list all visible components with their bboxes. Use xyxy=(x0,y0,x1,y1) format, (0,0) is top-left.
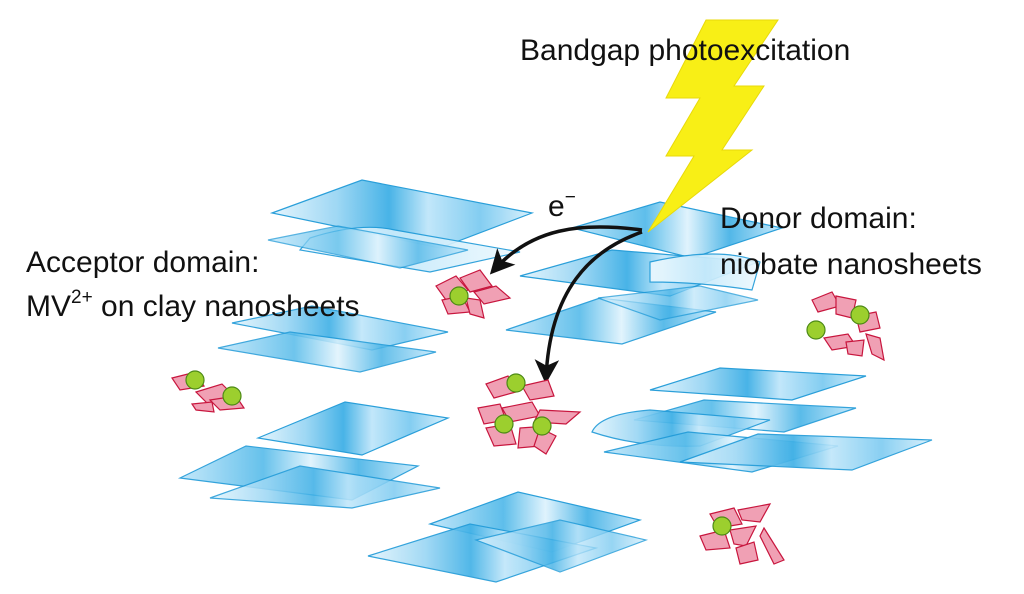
methyl-viologen-molecule-icon xyxy=(185,370,205,390)
nanosheet xyxy=(473,519,649,573)
mv-clay-cluster-bottom-right xyxy=(699,503,785,565)
mv-clay-cluster-left xyxy=(171,370,246,413)
clay-nanosheet-stack-bottom xyxy=(367,491,649,583)
nanosheet xyxy=(569,201,785,259)
electron-charge: − xyxy=(564,187,576,208)
mv-clay-cluster-right xyxy=(806,291,885,362)
clay-nanosheet-stack-top-left xyxy=(267,179,535,273)
clay-platelet-icon xyxy=(472,285,512,305)
clay-platelet-icon xyxy=(845,339,865,357)
acceptor-domain-title: Acceptor domain: xyxy=(26,246,260,279)
nanosheet xyxy=(255,401,451,456)
clay-nanosheet-stack-bottom-left xyxy=(177,401,451,509)
methyl-viologen-molecule-icon xyxy=(506,373,526,393)
clay-platelet-icon xyxy=(521,379,555,401)
methyl-viologen-molecule-icon xyxy=(532,416,552,436)
clay-platelet-icon xyxy=(759,526,785,565)
nanosheet xyxy=(209,465,441,509)
clay-platelet-icon xyxy=(465,297,485,319)
lightning-bolt-icon xyxy=(647,19,779,233)
nanosheet xyxy=(597,285,759,321)
acceptor-description: on clay nanosheets xyxy=(92,290,360,323)
methyl-viologen-molecule-icon xyxy=(712,516,732,536)
clay-platelet-icon xyxy=(737,503,772,523)
methyl-viologen-molecule-icon xyxy=(222,386,242,406)
electron-transfer-arrow-icon xyxy=(489,225,643,385)
donor-domain-subtitle: niobate nanosheets xyxy=(720,248,982,281)
methyl-viologen-molecule-icon xyxy=(806,320,826,340)
methyl-viologen-molecule-icon xyxy=(494,414,514,434)
clay-platelet-icon xyxy=(865,333,885,362)
donor-domain-title: Donor domain: xyxy=(720,202,917,235)
mv-clay-cluster-center xyxy=(477,373,582,455)
niobate-nanosheet-stack-center xyxy=(505,201,785,345)
nanosheet xyxy=(679,433,933,471)
nanosheet xyxy=(649,367,867,401)
nanosheet xyxy=(217,331,437,373)
niobate-nanosheet-stack-right xyxy=(591,367,933,473)
nanosheet xyxy=(649,253,761,291)
clay-platelet-icon xyxy=(459,269,494,293)
methyl-viologen-molecule-icon xyxy=(850,305,870,325)
clay-platelet-icon xyxy=(735,541,759,565)
mv-charge: 2+ xyxy=(71,287,93,308)
photoexcitation-label: Bandgap photoexcitation xyxy=(520,34,851,67)
electron-symbol: e xyxy=(548,190,565,223)
clay-platelet-icon xyxy=(190,401,215,413)
mv-clay-cluster-top xyxy=(435,269,512,319)
electron-label: e− xyxy=(548,188,576,226)
methyl-viologen-molecule-icon xyxy=(449,286,469,306)
mv-symbol: MV xyxy=(26,290,71,323)
nanosheet xyxy=(267,225,469,269)
clay-nanosheet-stack-left xyxy=(217,305,449,373)
acceptor-domain-subtitle: MV2+ on clay nanosheets xyxy=(26,288,360,326)
